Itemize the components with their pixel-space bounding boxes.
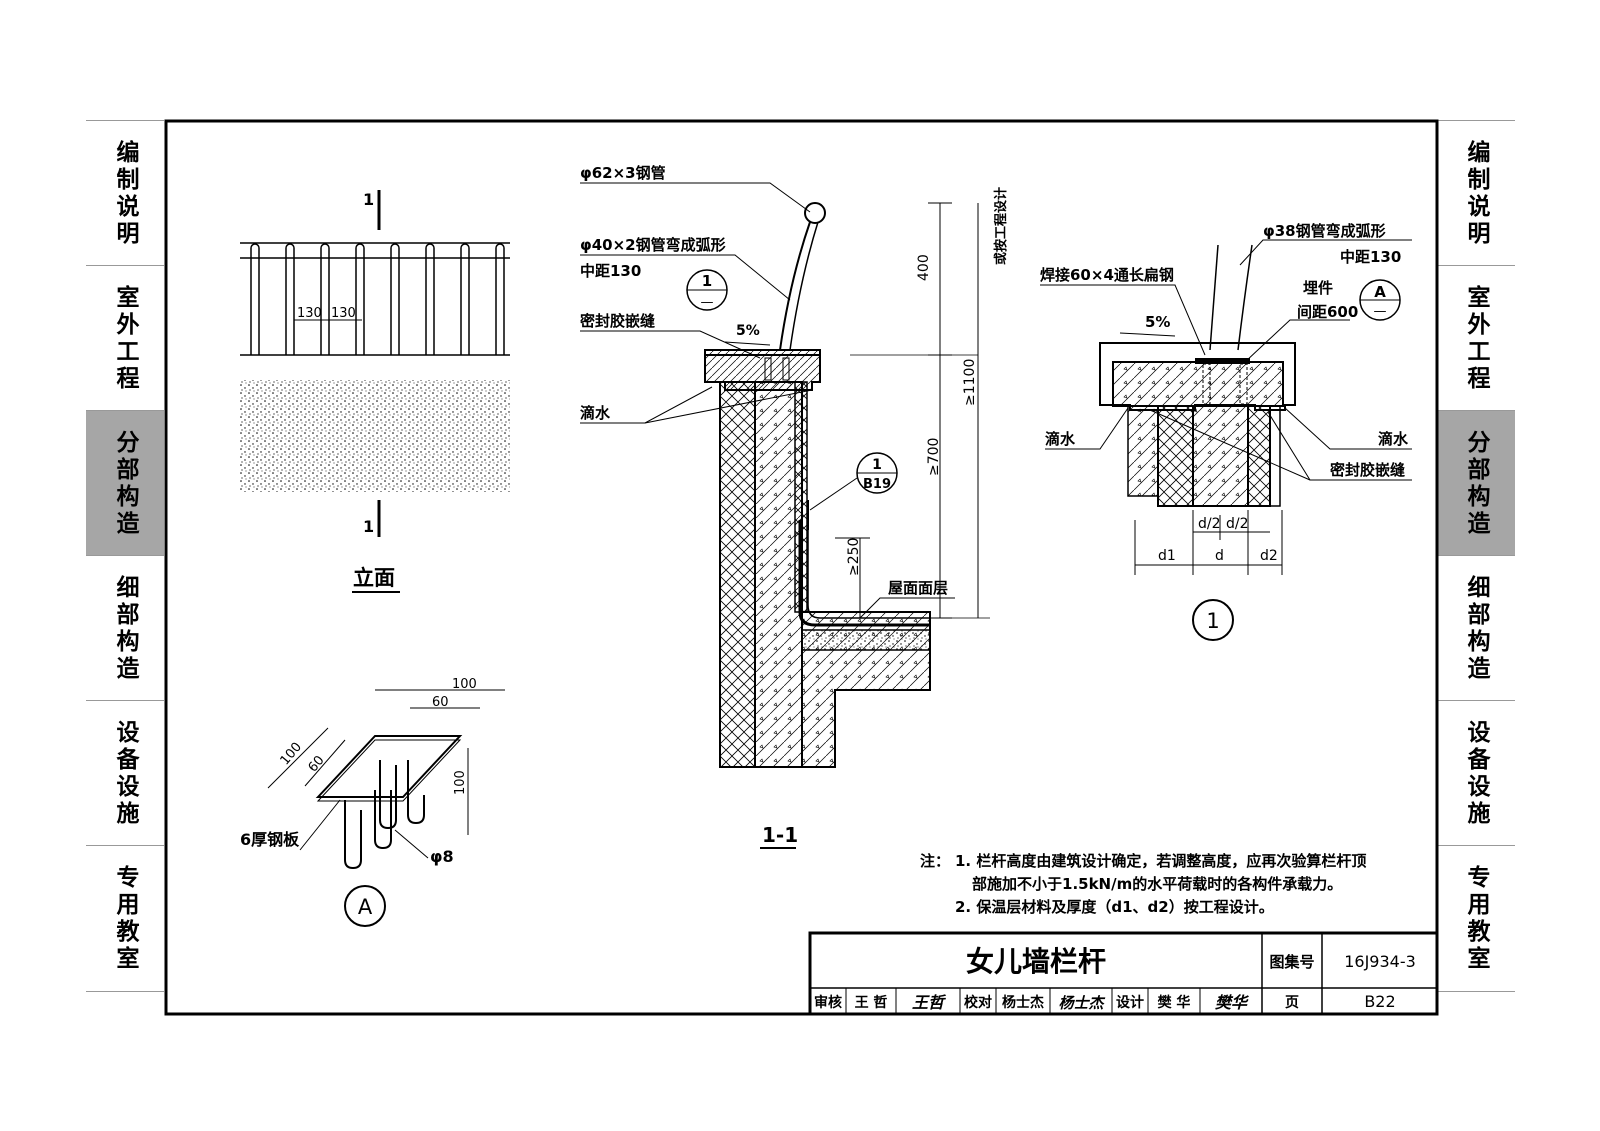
top-pipe-circle xyxy=(804,202,826,224)
side-tab-left-1[interactable]: 室外工程 xyxy=(86,265,164,411)
d1-callout-a-ref: — xyxy=(1374,304,1387,319)
a-dim-top-inner: 60 xyxy=(432,695,449,710)
railing-bar xyxy=(320,243,330,355)
d1-label-spacing: 中距130 xyxy=(1340,248,1401,266)
d1-callout-a-num: A xyxy=(1374,283,1386,301)
title-block: 女儿墙栏杆 图集号 16J934-3 审核 王 哲 王哲 校对 杨士杰 杨士杰 … xyxy=(808,931,1439,1016)
label-spacing: 中距130 xyxy=(580,262,641,280)
designer-signature: 樊华 xyxy=(1215,993,1249,1012)
dim-400: 400 xyxy=(916,254,932,281)
side-tab-left-4[interactable]: 设备设施 xyxy=(86,700,164,846)
railing-bar xyxy=(250,243,260,355)
reviewer-signature: 王哲 xyxy=(912,993,947,1012)
gravel-fill xyxy=(240,380,510,492)
checker-name: 杨士杰 xyxy=(1002,994,1044,1011)
d1-dim-d: d xyxy=(1215,548,1224,564)
side-tab-left-0[interactable]: 编制说明 xyxy=(86,120,164,266)
designer-name: 樊 华 xyxy=(1158,994,1191,1011)
callout-b19-ref: B19 xyxy=(863,477,891,492)
railing-bars xyxy=(250,243,505,355)
a-dim-left-inner: 60 xyxy=(306,753,328,775)
side-tab-left-5[interactable]: 专用教室 xyxy=(86,845,164,992)
detail-1-view: φ38钢管弯成弧形 中距130 焊接60×4通长扁钢 埋件 间距600 A — … xyxy=(1040,222,1412,641)
d1-dim-half-1: d/2 xyxy=(1198,516,1221,532)
a-dim-top-outer: 100 xyxy=(452,677,477,692)
callout-1-num: 1 xyxy=(702,272,712,290)
railing-bar xyxy=(425,243,435,355)
label-slope: 5% xyxy=(736,323,760,339)
page-label: 页 xyxy=(1285,995,1299,1011)
d1-label-flat-steel: 焊接60×4通长扁钢 xyxy=(1040,266,1174,284)
detail-1-mark: 1 xyxy=(1206,609,1219,633)
note-1-line-1: 1. 栏杆高度由建筑设计确定，若调整高度，应再次验算栏杆顶 xyxy=(955,852,1366,870)
a-plate-label: 6厚钢板 xyxy=(240,830,300,849)
detail-1-mark-circle xyxy=(1192,599,1234,641)
elevation-title: 立面 xyxy=(353,566,395,590)
d1-label-pipe: φ38钢管弯成弧形 xyxy=(1263,222,1386,240)
callout-b19-num: 1 xyxy=(872,457,882,473)
d1-label-drip-left: 滴水 xyxy=(1045,430,1076,448)
side-tab-left-3[interactable]: 细部构造 xyxy=(86,555,164,701)
notes: 注： 1. 栏杆高度由建筑设计确定，若调整高度，应再次验算栏杆顶 部施加不小于1… xyxy=(920,852,1366,916)
reviewer-name: 王 哲 xyxy=(855,994,888,1011)
elev-dim-left: 130 xyxy=(297,306,322,321)
dim-700: ≥700 xyxy=(926,438,942,476)
side-tab-left-2[interactable]: 分部构造 xyxy=(86,410,164,556)
sheet-border xyxy=(164,119,1439,1016)
a-dim-left-outer: 100 xyxy=(278,740,305,769)
railing-bar xyxy=(460,243,470,355)
detail-a-mark-circle xyxy=(344,885,386,927)
d1-dim-d2: d2 xyxy=(1260,548,1278,564)
side-tab-right-3[interactable]: 细部构造 xyxy=(1437,555,1515,701)
side-tab-right-0[interactable]: 编制说明 xyxy=(1437,120,1515,266)
review-label: 审核 xyxy=(814,994,842,1011)
a-rebar-label: φ8 xyxy=(430,847,454,866)
check-label: 校对 xyxy=(964,994,992,1011)
d1-label-slope: 5% xyxy=(1145,313,1170,331)
railing-bar xyxy=(495,243,505,355)
side-tab-right-5[interactable]: 专用教室 xyxy=(1437,845,1515,992)
label-pipe-arc: φ40×2钢管弯成弧形 xyxy=(580,236,726,254)
note-1-line-2: 部施加不小于1.5kN/m的水平荷载时的各构件承载力。 xyxy=(972,875,1342,893)
note-2: 2. 保温层材料及厚度（d1、d2）按工程设计。 xyxy=(955,898,1274,916)
d1-dim-half-2: d/2 xyxy=(1226,516,1249,532)
dim-400-note: 或按工程设计 xyxy=(993,187,1009,265)
side-tab-right-2[interactable]: 分部构造 xyxy=(1437,410,1515,556)
section-mark-bottom: 1 xyxy=(363,517,374,536)
atlas-label: 图集号 xyxy=(1269,953,1314,971)
callout-1-ref: — xyxy=(701,295,714,310)
railing-bar xyxy=(285,243,295,355)
label-sealant: 密封胶嵌缝 xyxy=(580,312,655,330)
d1-label-embed: 埋件 xyxy=(1303,279,1333,297)
design-label: 设计 xyxy=(1116,994,1144,1011)
section-1-1-view: 400 或按工程设计 ≥1100 ≥700 ≥250 φ62×3钢管 φ40×2… xyxy=(580,164,1009,849)
section-title: 1-1 xyxy=(762,823,798,847)
atlas-number: 16J934-3 xyxy=(1344,952,1416,971)
notes-prefix: 注： xyxy=(920,852,950,870)
railing-bar xyxy=(355,243,365,355)
elev-dim-right: 130 xyxy=(331,306,356,321)
page-number: B22 xyxy=(1364,992,1395,1011)
label-roof-layer: 屋面面层 xyxy=(888,579,948,597)
elevation-view: 1 130 130 1 立面 xyxy=(240,190,510,593)
d1-label-sealant: 密封胶嵌缝 xyxy=(1330,461,1405,479)
d1-dim-d1: d1 xyxy=(1158,548,1176,564)
detail-a-view: 100 60 100 60 100 6厚钢板 φ8 A xyxy=(240,677,505,927)
dim-250: ≥250 xyxy=(846,538,862,576)
side-tab-right-1[interactable]: 室外工程 xyxy=(1437,265,1515,411)
railing-bar xyxy=(390,243,400,355)
drawing-title: 女儿墙栏杆 xyxy=(966,945,1106,978)
label-drip: 滴水 xyxy=(580,404,611,422)
label-pipe-top: φ62×3钢管 xyxy=(580,164,666,182)
d1-label-drip-right: 滴水 xyxy=(1378,430,1409,448)
section-mark-top: 1 xyxy=(363,190,374,209)
dim-1100: ≥1100 xyxy=(962,359,978,406)
checker-signature: 杨士杰 xyxy=(1058,994,1105,1012)
side-tab-right-4[interactable]: 设备设施 xyxy=(1437,700,1515,846)
detail-a-mark: A xyxy=(358,895,373,919)
a-dim-height: 100 xyxy=(453,770,468,795)
d1-label-embed-spacing: 间距600 xyxy=(1297,303,1358,321)
